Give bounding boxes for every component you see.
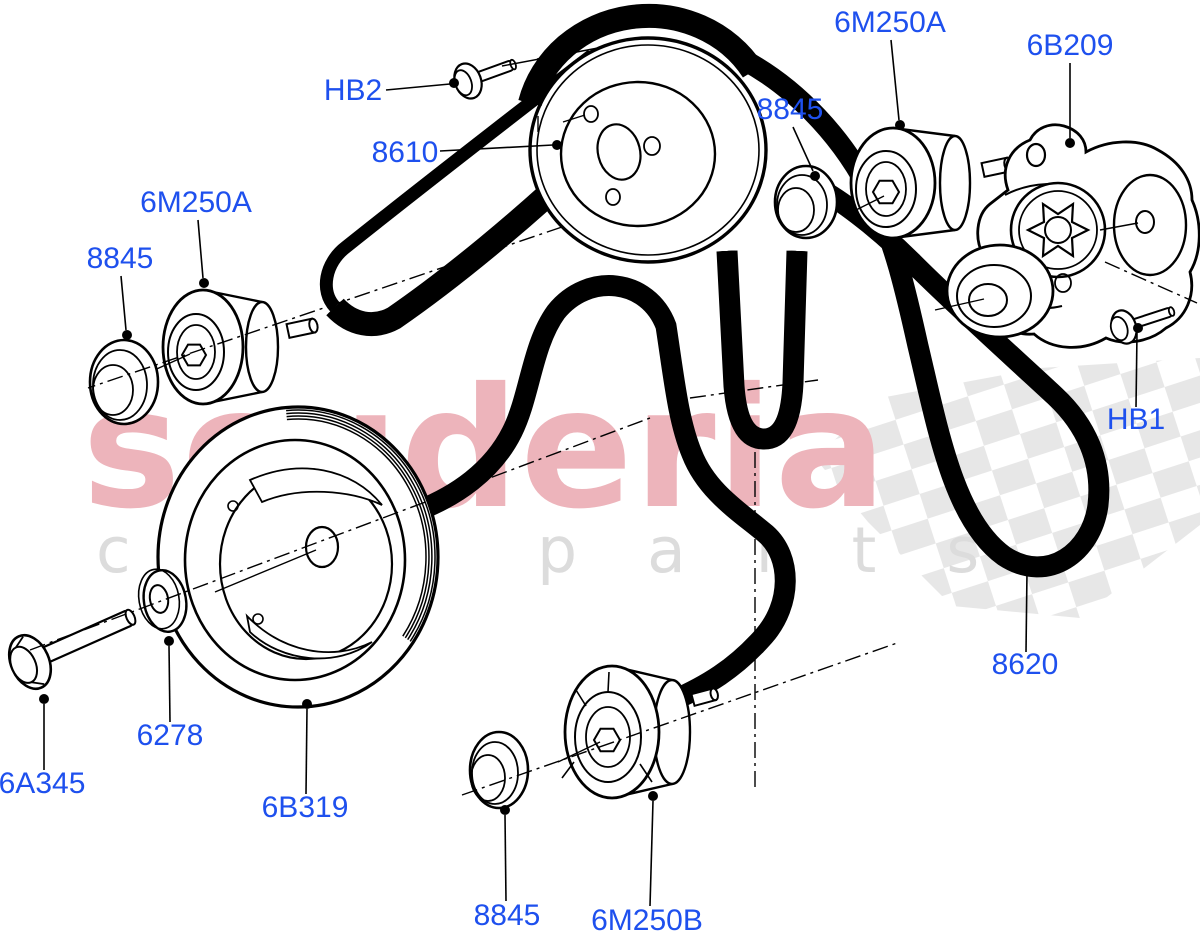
checkered-flag-watermark bbox=[815, 358, 1200, 618]
crank-bolt-6a345 bbox=[7, 608, 137, 691]
part-label-6b209[interactable]: 6B209 bbox=[1027, 29, 1114, 62]
washer-6278 bbox=[137, 568, 188, 633]
tensioner-bolt-hole bbox=[1135, 210, 1155, 234]
idler-pulley-6m250b bbox=[557, 664, 719, 800]
part-label-6m250a-left[interactable]: 6M250A bbox=[140, 186, 252, 219]
crankshaft-pulley-6b319 bbox=[156, 405, 440, 709]
tensioner-pulley bbox=[945, 243, 1055, 339]
part-label-8845-bottom[interactable]: 8845 bbox=[474, 899, 541, 932]
idler-shaft-stub bbox=[690, 687, 719, 708]
tensioner-bolt-hb1 bbox=[1109, 306, 1176, 345]
pulley-hub-hole bbox=[596, 123, 642, 181]
part-label-8610[interactable]: 8610 bbox=[372, 136, 439, 169]
crank-hub-hole bbox=[304, 525, 340, 569]
idler-shaft-stub bbox=[285, 317, 319, 340]
leader-lines bbox=[43, 39, 1138, 907]
idler-pulley-6m250a-left bbox=[149, 288, 319, 406]
part-label-8845-left[interactable]: 8845 bbox=[87, 242, 154, 275]
part-label-6m250b[interactable]: 6M250B bbox=[591, 904, 703, 937]
leader-dots bbox=[39, 78, 1143, 815]
part-label-6278[interactable]: 6278 bbox=[137, 719, 204, 752]
part-label-8845-top[interactable]: 8845 bbox=[757, 93, 824, 126]
hex-bolt-head bbox=[592, 727, 622, 753]
part-label-8620[interactable]: 8620 bbox=[992, 648, 1059, 681]
part-label-6b319[interactable]: 6B319 bbox=[262, 791, 349, 824]
part-label-hb2[interactable]: HB2 bbox=[324, 74, 382, 107]
bolt-hb2 bbox=[453, 58, 517, 100]
part-label-6m250a-top[interactable]: 6M250A bbox=[834, 6, 946, 39]
part-label-hb1[interactable]: HB1 bbox=[1107, 403, 1165, 436]
cap-8845-top bbox=[773, 164, 839, 240]
part-label-6a345[interactable]: 6A345 bbox=[0, 767, 85, 800]
mounting-ear-hole bbox=[1025, 142, 1047, 168]
idler-pulley-8610 bbox=[528, 36, 768, 264]
idler-pulley-6m250a-top bbox=[849, 126, 1014, 240]
hex-bolt-head bbox=[180, 343, 208, 367]
part-labels: HB2 8610 6M250A 6B209 8845 HB1 8620 6M25… bbox=[0, 6, 1165, 937]
cap-8845-bottom bbox=[468, 730, 530, 810]
cap-8845-left bbox=[88, 338, 160, 426]
belt-tensioner-6b209 bbox=[934, 123, 1200, 349]
axis-lines bbox=[29, 47, 1198, 796]
